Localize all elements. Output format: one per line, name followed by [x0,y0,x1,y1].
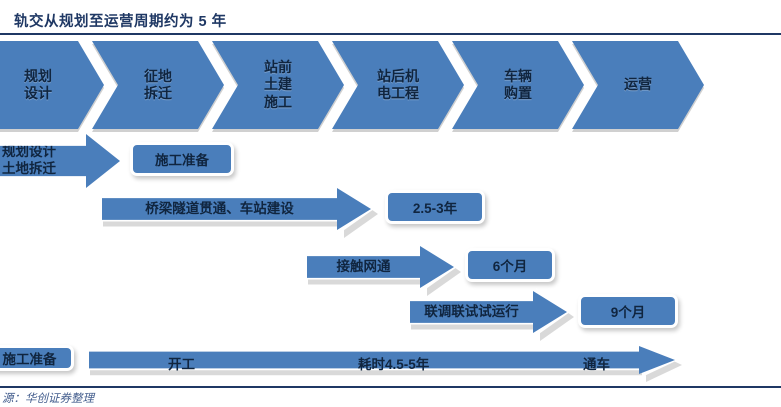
duration-pill-label: 9个月 [610,305,646,320]
timeline-start-label: 施工准备 [2,352,57,367]
duration-pill-9-months[interactable]: 9个月 [578,294,678,328]
timeline-start-pill[interactable]: 施工准备 [0,345,74,371]
phase-label: 征地 拆迁 [144,67,172,101]
task-arrow-label: 接触网通 [336,258,391,274]
phase-label: 车辆 购置 [504,67,532,101]
phase-label: 规划 设计 [24,67,52,101]
task-pill-construction-prep[interactable]: 施工准备 [130,142,234,176]
duration-pill-wrap: 9个月 [578,294,678,328]
phase-label: 运营 [624,76,652,93]
timeline-milestone-2: 耗时4.5-5年 [358,357,430,372]
duration-pill-wrap: 2.5-3年 [385,190,485,224]
duration-pill-label: 6个月 [492,259,528,274]
phase-chevron-5[interactable]: 车辆 购置 [452,41,584,129]
page-title: 轨交从规划至运营周期约为 5 年 [14,14,227,30]
duration-pill-label: 2.5-3年 [412,201,458,216]
task-pill-label: 施工准备 [155,153,209,168]
timeline-milestone-1: 开工 [168,357,195,372]
task-arrow-planning[interactable]: 规划设计 土地拆迁 [0,134,120,188]
timeline-milestone-3: 通车 [583,357,610,372]
duration-pill-2-5-3-years[interactable]: 2.5-3年 [385,190,485,224]
title-divider [0,33,781,35]
task-arrow-label: 规划设计 土地拆迁 [2,144,56,176]
task-arrow-label: 桥梁隧道贯通、车站建设 [145,200,294,216]
phase-chevron-6[interactable]: 运营 [572,41,704,129]
task-arrow-label: 联调联试试运行 [424,303,519,319]
duration-pill-wrap: 6个月 [465,248,555,282]
process-chevron-band: 规划 设计 征地 拆迁 站前 土建 施工 站后机 电工程 车辆 购置 运营 [0,41,702,129]
duration-pill-6-months[interactable]: 6个月 [465,248,555,282]
phase-chevron-2[interactable]: 征地 拆迁 [92,41,224,129]
phase-label: 站前 土建 施工 [264,58,292,110]
phase-chevron-1[interactable]: 规划 设计 [0,41,104,129]
footer-divider [0,386,781,388]
phase-label: 站后机 电工程 [377,67,419,101]
task-pill-wrap: 施工准备 [130,142,234,176]
phase-chevron-3[interactable]: 站前 土建 施工 [212,41,344,129]
phase-chevron-4[interactable]: 站后机 电工程 [332,41,464,129]
source-note: 源：华创证券整理 [2,393,94,405]
